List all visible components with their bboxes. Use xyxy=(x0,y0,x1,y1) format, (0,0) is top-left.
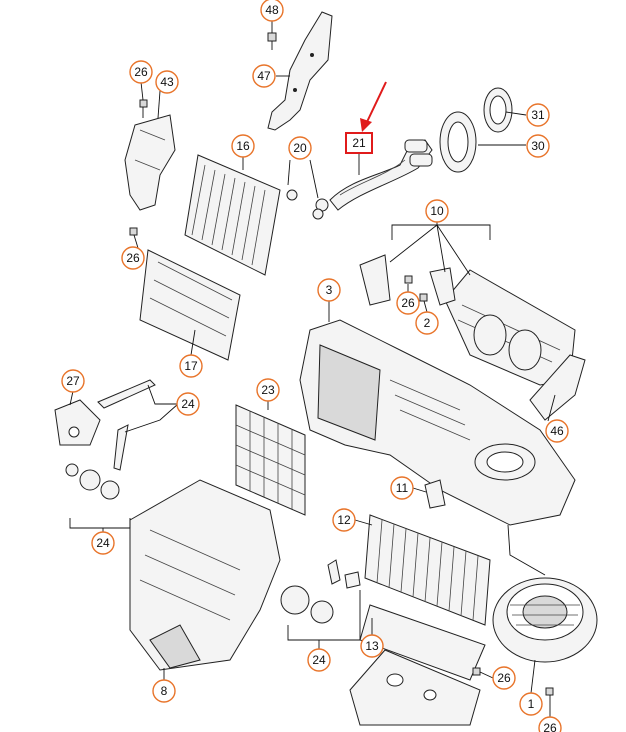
callout-21-highlighted[interactable]: 21 xyxy=(345,132,373,154)
callout-13-label: 13 xyxy=(365,639,379,653)
part-47-bracket xyxy=(267,11,333,131)
callout-31-label: 31 xyxy=(531,108,545,122)
part-24-gears xyxy=(65,463,120,500)
part-26-screw-b xyxy=(129,227,139,249)
callout-23[interactable]: 23 xyxy=(256,378,280,402)
part-24-parts-c xyxy=(280,559,361,624)
callout-43-label: 43 xyxy=(160,75,174,89)
part-26-screw-d xyxy=(472,667,481,676)
part-1-blower xyxy=(492,577,598,663)
part-20-clamps xyxy=(286,189,329,220)
part-10-flap-housing xyxy=(359,254,576,386)
callout-11[interactable]: 11 xyxy=(390,476,414,500)
callout-10-label: 10 xyxy=(430,204,444,218)
part-11-clip xyxy=(424,479,446,509)
callout-24-c[interactable]: 24 xyxy=(307,648,331,672)
part-17-evaporator xyxy=(139,249,241,361)
callout-1[interactable]: 1 xyxy=(519,692,543,716)
callout-26-left[interactable]: 26 xyxy=(121,246,145,270)
callout-43[interactable]: 43 xyxy=(155,70,179,94)
callout-17-label: 17 xyxy=(184,359,198,373)
callout-11-label: 11 xyxy=(396,481,409,495)
callout-26-bottom[interactable]: 26 xyxy=(538,716,562,732)
part-27-actuator xyxy=(54,399,101,446)
callout-8-label: 8 xyxy=(161,684,168,698)
callout-48-label: 48 xyxy=(265,3,279,17)
callout-12[interactable]: 12 xyxy=(332,508,356,532)
callout-26-top-label: 26 xyxy=(134,65,148,79)
part-48-screw xyxy=(267,32,277,50)
callout-31[interactable]: 31 xyxy=(526,103,550,127)
part-23-filter xyxy=(235,404,306,516)
callout-26-right-label: 26 xyxy=(497,671,511,685)
callout-3[interactable]: 3 xyxy=(317,278,341,302)
callout-26-top[interactable]: 26 xyxy=(129,60,153,84)
part-24-linkage-a xyxy=(97,379,156,471)
callout-20-label: 20 xyxy=(293,141,307,155)
callout-1-label: 1 xyxy=(528,697,535,711)
part-30-seal xyxy=(439,111,477,173)
part-43-clip xyxy=(124,114,176,211)
callout-24-b-label: 24 xyxy=(96,536,110,550)
part-26-screw-c xyxy=(404,275,413,284)
part-21-pipes xyxy=(329,139,433,211)
callout-48[interactable]: 48 xyxy=(260,0,284,22)
part-2-screw xyxy=(419,293,428,302)
callout-12-label: 12 xyxy=(337,513,351,527)
part-3-main-housing xyxy=(299,319,576,526)
callout-30-label: 30 xyxy=(531,139,545,153)
callout-26-left-label: 26 xyxy=(126,251,140,265)
callout-13[interactable]: 13 xyxy=(360,634,384,658)
callout-47[interactable]: 47 xyxy=(252,64,276,88)
callout-27-label: 27 xyxy=(66,374,80,388)
part-16-heater-core xyxy=(184,154,281,276)
part-13-cover xyxy=(359,604,486,681)
callout-46[interactable]: 46 xyxy=(545,419,569,443)
callout-26-mid-label: 26 xyxy=(401,296,415,310)
callout-16-label: 16 xyxy=(236,139,250,153)
leader-lines xyxy=(69,20,556,718)
callout-24-b[interactable]: 24 xyxy=(91,531,115,555)
callout-23-label: 23 xyxy=(261,383,275,397)
callout-17[interactable]: 17 xyxy=(179,354,203,378)
callout-26-right[interactable]: 26 xyxy=(492,666,516,690)
callout-26-bottom-label: 26 xyxy=(543,721,557,732)
part-26-screw-e xyxy=(545,687,554,696)
part-31-seal xyxy=(483,87,513,133)
part-12-pollen-filter xyxy=(364,514,491,626)
highlight-arrow xyxy=(360,81,387,132)
callout-8[interactable]: 8 xyxy=(152,679,176,703)
callout-2-label: 2 xyxy=(424,316,431,330)
callout-3-label: 3 xyxy=(326,283,333,297)
callout-30[interactable]: 30 xyxy=(526,134,550,158)
callout-47-label: 47 xyxy=(257,69,271,83)
callout-10[interactable]: 10 xyxy=(425,199,449,223)
part-26-screw-a xyxy=(139,99,148,118)
callout-21-label: 21 xyxy=(352,136,366,150)
callout-46-label: 46 xyxy=(550,424,564,438)
callout-24-a[interactable]: 24 xyxy=(176,392,200,416)
callout-26-mid[interactable]: 26 xyxy=(396,291,420,315)
callout-16[interactable]: 16 xyxy=(231,134,255,158)
part-46-duct xyxy=(529,354,586,421)
callout-27[interactable]: 27 xyxy=(61,369,85,393)
bottom-tray xyxy=(349,649,481,726)
callout-24-c-label: 24 xyxy=(312,653,326,667)
callout-24-a-label: 24 xyxy=(181,397,195,411)
callout-20[interactable]: 20 xyxy=(288,136,312,160)
part-8-lower-housing xyxy=(129,479,281,671)
callout-2[interactable]: 2 xyxy=(415,311,439,335)
